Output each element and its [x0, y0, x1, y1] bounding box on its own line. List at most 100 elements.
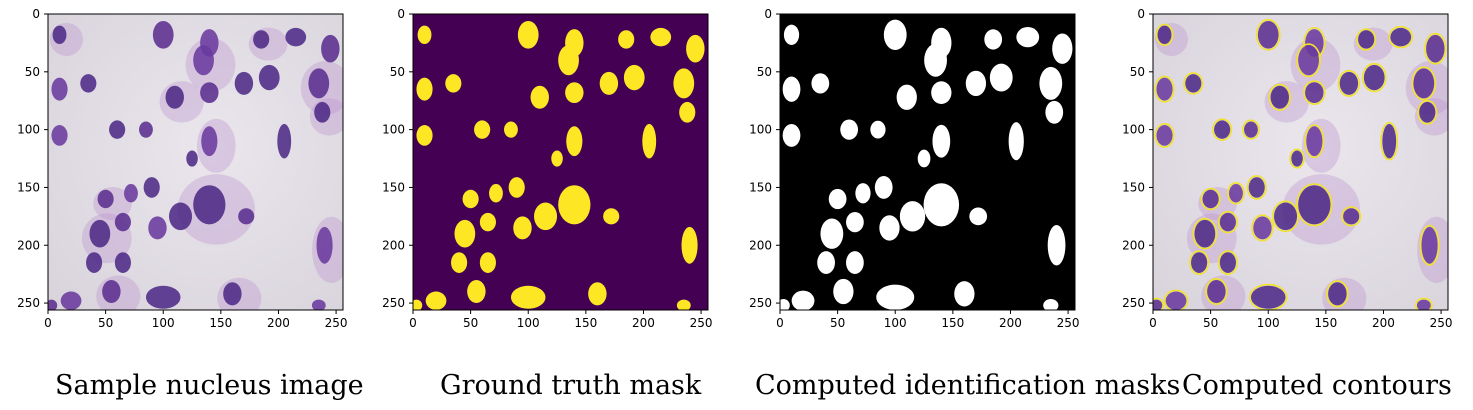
nucleus — [143, 177, 160, 198]
mask-region — [479, 252, 496, 273]
x-tick-label: 150 — [574, 316, 597, 330]
y-tick-label: 250 — [382, 296, 405, 310]
nucleus — [1363, 64, 1385, 91]
x-tick-label: 150 — [1314, 316, 1337, 330]
caption-ground-truth-mask: Ground truth mask — [440, 370, 702, 401]
nucleus — [86, 252, 103, 273]
nucleus-contour — [1296, 43, 1321, 78]
nucleus-contour — [1380, 121, 1399, 161]
mask-region — [530, 85, 549, 109]
nucleus-contour — [1242, 119, 1260, 140]
mask-region — [954, 281, 975, 307]
nucleus-contour — [1227, 182, 1245, 205]
mask-region — [899, 201, 926, 232]
y-tick-label: 200 — [749, 238, 772, 252]
nucleus — [193, 185, 226, 225]
y-tick-label: 250 — [17, 296, 40, 310]
mask-region — [445, 74, 462, 93]
nucleus-contour — [1183, 72, 1204, 95]
nucleus — [124, 184, 138, 203]
nucleus-contour — [1217, 250, 1238, 275]
y-tick-label: 100 — [17, 123, 40, 137]
nucleus — [1153, 299, 1163, 310]
nucleus — [200, 82, 219, 103]
mask-region — [681, 226, 698, 264]
mask-region — [1039, 66, 1063, 100]
nucleus — [238, 208, 255, 225]
caption-computed-masks: Computed identification masks — [755, 370, 1181, 401]
nucleus — [258, 64, 280, 91]
mask-region — [870, 120, 886, 139]
image-content — [1153, 14, 1448, 310]
nucleus-contour — [1200, 187, 1221, 211]
nucleus-contour — [1246, 175, 1267, 200]
nucleus — [316, 226, 333, 264]
image-content — [48, 14, 343, 310]
nucleus — [1270, 85, 1289, 109]
mask-region — [846, 251, 864, 275]
mask-region — [479, 212, 496, 232]
mask-region — [417, 25, 432, 45]
x-tick-label: 0 — [44, 316, 52, 330]
nucleus-contour — [1271, 200, 1300, 233]
mask-region — [855, 183, 871, 204]
nucleus — [145, 285, 181, 309]
mask-region — [924, 43, 947, 77]
mask-region — [1045, 100, 1064, 124]
mask-region — [551, 150, 563, 167]
nucleus — [321, 34, 340, 63]
nucleus-contour — [1388, 25, 1414, 49]
axes-frame — [779, 13, 1076, 311]
nucleus — [1156, 125, 1173, 146]
x-tick-label: 250 — [1430, 316, 1453, 330]
x-tick-label: 100 — [517, 316, 540, 330]
mask-region — [489, 184, 503, 203]
nucleus — [165, 85, 184, 109]
x-tick-label: 50 — [1203, 316, 1218, 330]
x-tick-label: 0 — [776, 316, 784, 330]
mask-region — [782, 76, 801, 102]
mask-region — [558, 185, 591, 225]
mask-region — [1008, 122, 1024, 161]
mask-region — [782, 123, 801, 147]
nucleus — [1306, 126, 1323, 157]
y-tick-label: 50 — [25, 65, 40, 79]
nucleus — [1194, 219, 1216, 248]
mask-region — [510, 285, 546, 309]
mask-region — [603, 208, 620, 225]
nucleus-contour — [1411, 66, 1437, 101]
nucleus — [1291, 150, 1303, 167]
nucleus — [102, 279, 121, 304]
mask-region — [558, 45, 579, 76]
y-tick-label: 50 — [757, 65, 772, 79]
mask-region — [931, 81, 952, 105]
mask-region — [969, 207, 988, 226]
nucleus-contour — [1251, 214, 1274, 242]
mask-region — [817, 251, 835, 275]
nucleus — [48, 299, 58, 310]
nucleus — [1165, 291, 1187, 310]
x-tick-label: 200 — [1372, 316, 1395, 330]
mask-region — [462, 189, 479, 209]
nucleus-contour — [1205, 277, 1228, 306]
axes-frame — [412, 13, 709, 311]
nucleus — [109, 120, 126, 139]
x-tick-label: 50 — [830, 316, 845, 330]
nucleus-contour — [1424, 32, 1447, 65]
nucleus — [52, 25, 67, 45]
x-tick-label: 50 — [98, 316, 113, 330]
mask-region — [828, 188, 847, 210]
x-tick-label: 100 — [884, 316, 907, 330]
nucleus-contour — [1303, 80, 1326, 105]
nucleus — [1185, 74, 1202, 93]
mask-region — [650, 27, 672, 47]
nucleus — [1157, 25, 1172, 45]
x-tick-label: 100 — [1257, 316, 1280, 330]
y-tick-label: 150 — [17, 180, 40, 194]
caption-sample-image: Sample nucleus image — [55, 370, 364, 401]
nucleus-contour — [1212, 118, 1233, 141]
nucleus — [1229, 184, 1243, 203]
